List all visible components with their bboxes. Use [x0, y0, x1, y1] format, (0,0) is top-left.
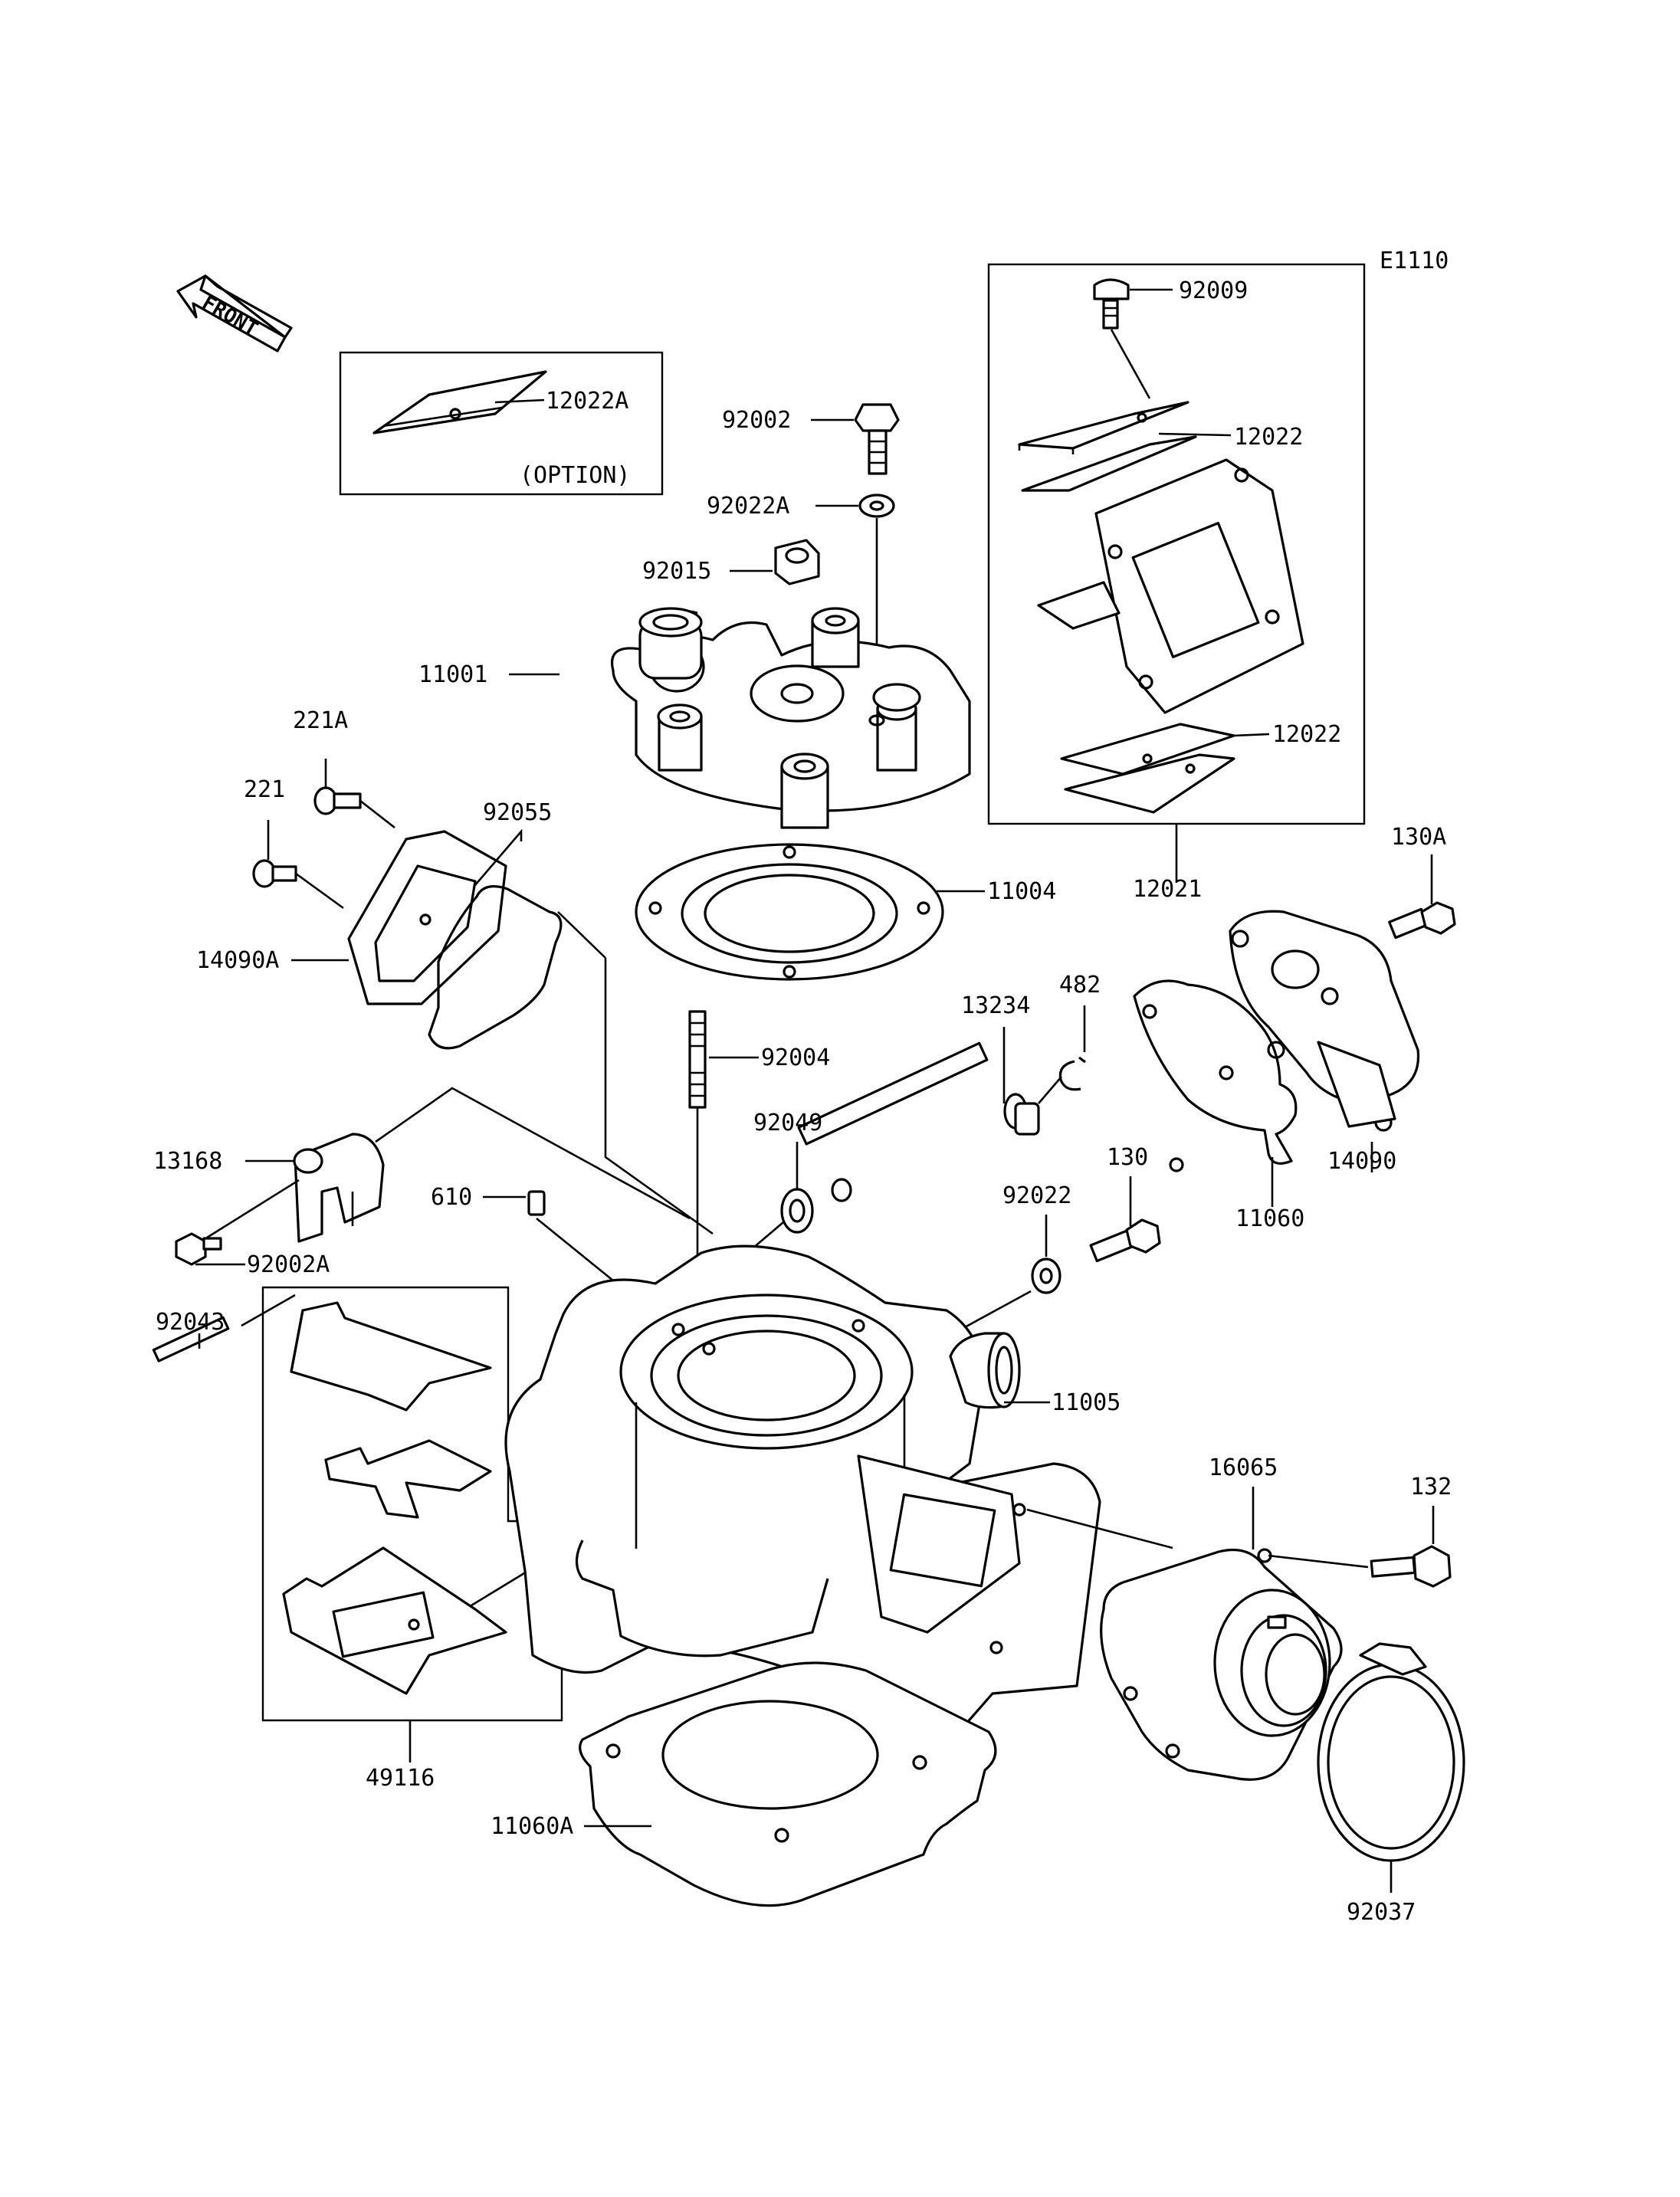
washer-92022A-icon: [858, 494, 895, 518]
part-label-132: 132: [1410, 1474, 1452, 1500]
part-label-13234: 13234: [961, 992, 1030, 1019]
part-label-221: 221: [244, 776, 285, 803]
cover-14090A-icon: [347, 830, 507, 1005]
seal-92049-icon: [780, 1188, 814, 1234]
bolt-132-icon: [1370, 1545, 1452, 1588]
part-label-92002: 92002: [722, 407, 791, 434]
part-label-92015: 92015: [642, 558, 711, 585]
cylinder-icon: [504, 1244, 1101, 1756]
part-label-610: 610: [431, 1184, 472, 1211]
gasket-11060-icon: [1133, 979, 1298, 1172]
screw-92009-icon: [1093, 278, 1130, 330]
option-label: (OPTION): [520, 462, 631, 489]
part-label-14090: 14090: [1327, 1148, 1396, 1175]
head-gasket-icon: [635, 843, 944, 981]
washer-92022-icon: [1031, 1258, 1061, 1294]
part-label-92049: 92049: [753, 1110, 822, 1136]
gasket-92055-icon: [428, 885, 563, 1050]
part-label-12022A: 12022A: [546, 388, 628, 415]
part-label-11004: 11004: [987, 878, 1056, 905]
screw-221-icon: [252, 859, 297, 888]
part-label-49116: 49116: [366, 1765, 435, 1792]
part-label-92022: 92022: [1002, 1182, 1071, 1209]
part-label-12022-lower: 12022: [1272, 721, 1341, 748]
reed-cage-icon: [1037, 458, 1304, 714]
front-arrow-icon: FRONT: [176, 274, 293, 353]
lever-13168-icon: [293, 1133, 385, 1243]
part-label-130: 130: [1107, 1144, 1148, 1171]
part-label-92022A: 92022A: [707, 493, 789, 520]
part-label-11060: 11060: [1235, 1205, 1304, 1232]
part-label-12022-upper: 12022: [1234, 424, 1303, 451]
part-label-92055: 92055: [483, 799, 552, 826]
bolt-92002A-icon: [175, 1232, 222, 1266]
clip-482-icon: [1058, 1056, 1086, 1091]
part-label-11060A: 11060A: [491, 1813, 573, 1840]
screw-221A-icon: [313, 786, 362, 815]
bolt-130A-icon: [1388, 901, 1456, 939]
option-box: [339, 351, 664, 496]
part-label-130A: 130A: [1391, 824, 1446, 851]
part-label-92002A: 92002A: [247, 1251, 330, 1278]
intake-joint-16065-icon: [1100, 1548, 1343, 1781]
part-label-92004: 92004: [761, 1044, 830, 1071]
part-label-92009: 92009: [1179, 277, 1248, 304]
dowel-610-icon: [527, 1190, 546, 1216]
part-label-16065: 16065: [1209, 1454, 1278, 1481]
part-label-92037: 92037: [1347, 1899, 1416, 1926]
part-label-11005: 11005: [1052, 1389, 1121, 1416]
pin-92043-icon: [152, 1316, 230, 1362]
diagram-id: E1110: [1380, 248, 1449, 274]
reed-plate-lower-icon: [1060, 723, 1235, 814]
reed-petal-icon: [1021, 435, 1197, 492]
nut-92015-icon: [774, 539, 820, 585]
part-label-221A: 221A: [293, 707, 348, 734]
base-gasket-11060A-icon: [579, 1661, 997, 1907]
bolt-92002-icon: [854, 403, 900, 475]
part-label-92043: 92043: [156, 1309, 225, 1336]
shaft-13234-icon: [797, 1041, 1040, 1202]
part-label-14090A: 14090A: [196, 947, 279, 974]
part-label-13168: 13168: [153, 1148, 222, 1175]
part-label-11001: 11001: [418, 661, 487, 688]
reed-stopper-icon: [1018, 401, 1189, 454]
option-reed-icon: [372, 370, 547, 434]
part-label-482: 482: [1059, 972, 1101, 998]
bolt-130-icon: [1089, 1218, 1161, 1263]
cylinder-head-icon: [611, 607, 971, 829]
stud-92004-icon: [688, 1010, 707, 1109]
cover-14090-icon: [1229, 910, 1420, 1132]
part-label-12021: 12021: [1133, 876, 1202, 903]
front-label: FRONT: [199, 291, 262, 341]
clamp-92037-icon: [1317, 1642, 1465, 1862]
exhaust-valve-parts-icon: [282, 1301, 560, 1695]
